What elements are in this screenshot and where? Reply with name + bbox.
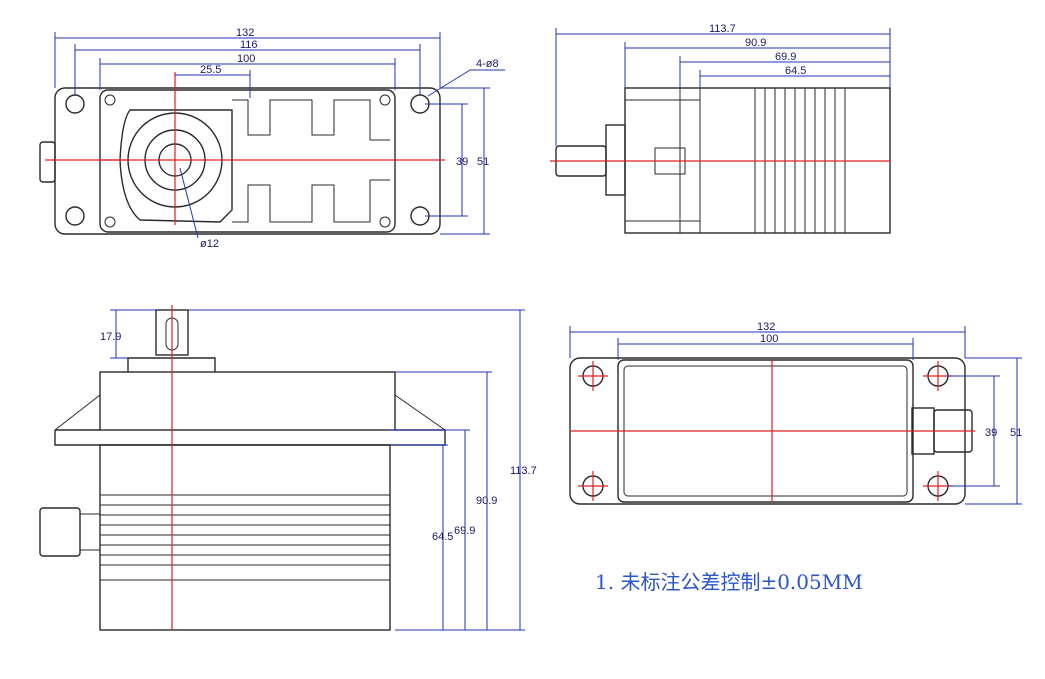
side-dim-69-9: 69.9 [775, 51, 796, 63]
elev-dim-64-5: 64.5 [432, 531, 453, 543]
front-dim-39: 39 [456, 156, 468, 168]
front-body-screw [104, 216, 116, 228]
front-fins-bottom [232, 179, 390, 223]
front-dim-shaft-dia: ø12 [200, 238, 219, 250]
elev-dim-17-9: 17.9 [100, 331, 121, 343]
front-fins-top [232, 99, 390, 141]
front-dim-132: 132 [236, 27, 254, 39]
front-body-screw [379, 216, 391, 228]
front-body-outline [99, 89, 396, 233]
front-dim-116: 116 [240, 39, 258, 51]
front-connector-tab [39, 141, 56, 183]
front-dim-25-5: 25.5 [200, 64, 221, 76]
elev-dim-69-9: 69.9 [454, 525, 475, 537]
front-dim-100: 100 [237, 53, 255, 65]
side-view: 113.7 90.9 69.9 64.5 [550, 23, 891, 234]
front-view: 132 116 100 25.5 4-ø8 39 51 ø12 [39, 27, 505, 250]
elev-flange [54, 429, 446, 446]
bottom-dim-51: 51 [1010, 427, 1022, 439]
front-gear-housing [119, 109, 233, 223]
elev-cable-gland [39, 507, 81, 557]
elev-upper-body [99, 371, 396, 431]
bottom-view: 132 100 39 51 [569, 321, 1022, 505]
front-body-screw [104, 94, 116, 106]
tolerance-note: 1. 未标注公差控制±0.05MM [595, 570, 863, 594]
elev-dim-90-9: 90.9 [476, 495, 497, 507]
front-body-screw [379, 94, 391, 106]
bottom-dim-39: 39 [985, 427, 997, 439]
elev-dim-113-7: 113.7 [510, 465, 537, 477]
side-dim-113-7: 113.7 [709, 23, 736, 35]
elev-lower-body [99, 444, 391, 631]
front-dim-holes: 4-ø8 [476, 58, 499, 70]
elev-fins [100, 494, 390, 581]
side-dim-90-9: 90.9 [745, 37, 766, 49]
side-shaft-collar [605, 124, 626, 196]
side-dim-64-5: 64.5 [785, 65, 806, 77]
bottom-dim-100: 100 [760, 333, 778, 345]
front-dim-51: 51 [477, 156, 489, 168]
elevation-view: 17.9 113.7 90.9 69.9 64.5 [39, 305, 537, 631]
bottom-dim-132: 132 [757, 321, 775, 333]
